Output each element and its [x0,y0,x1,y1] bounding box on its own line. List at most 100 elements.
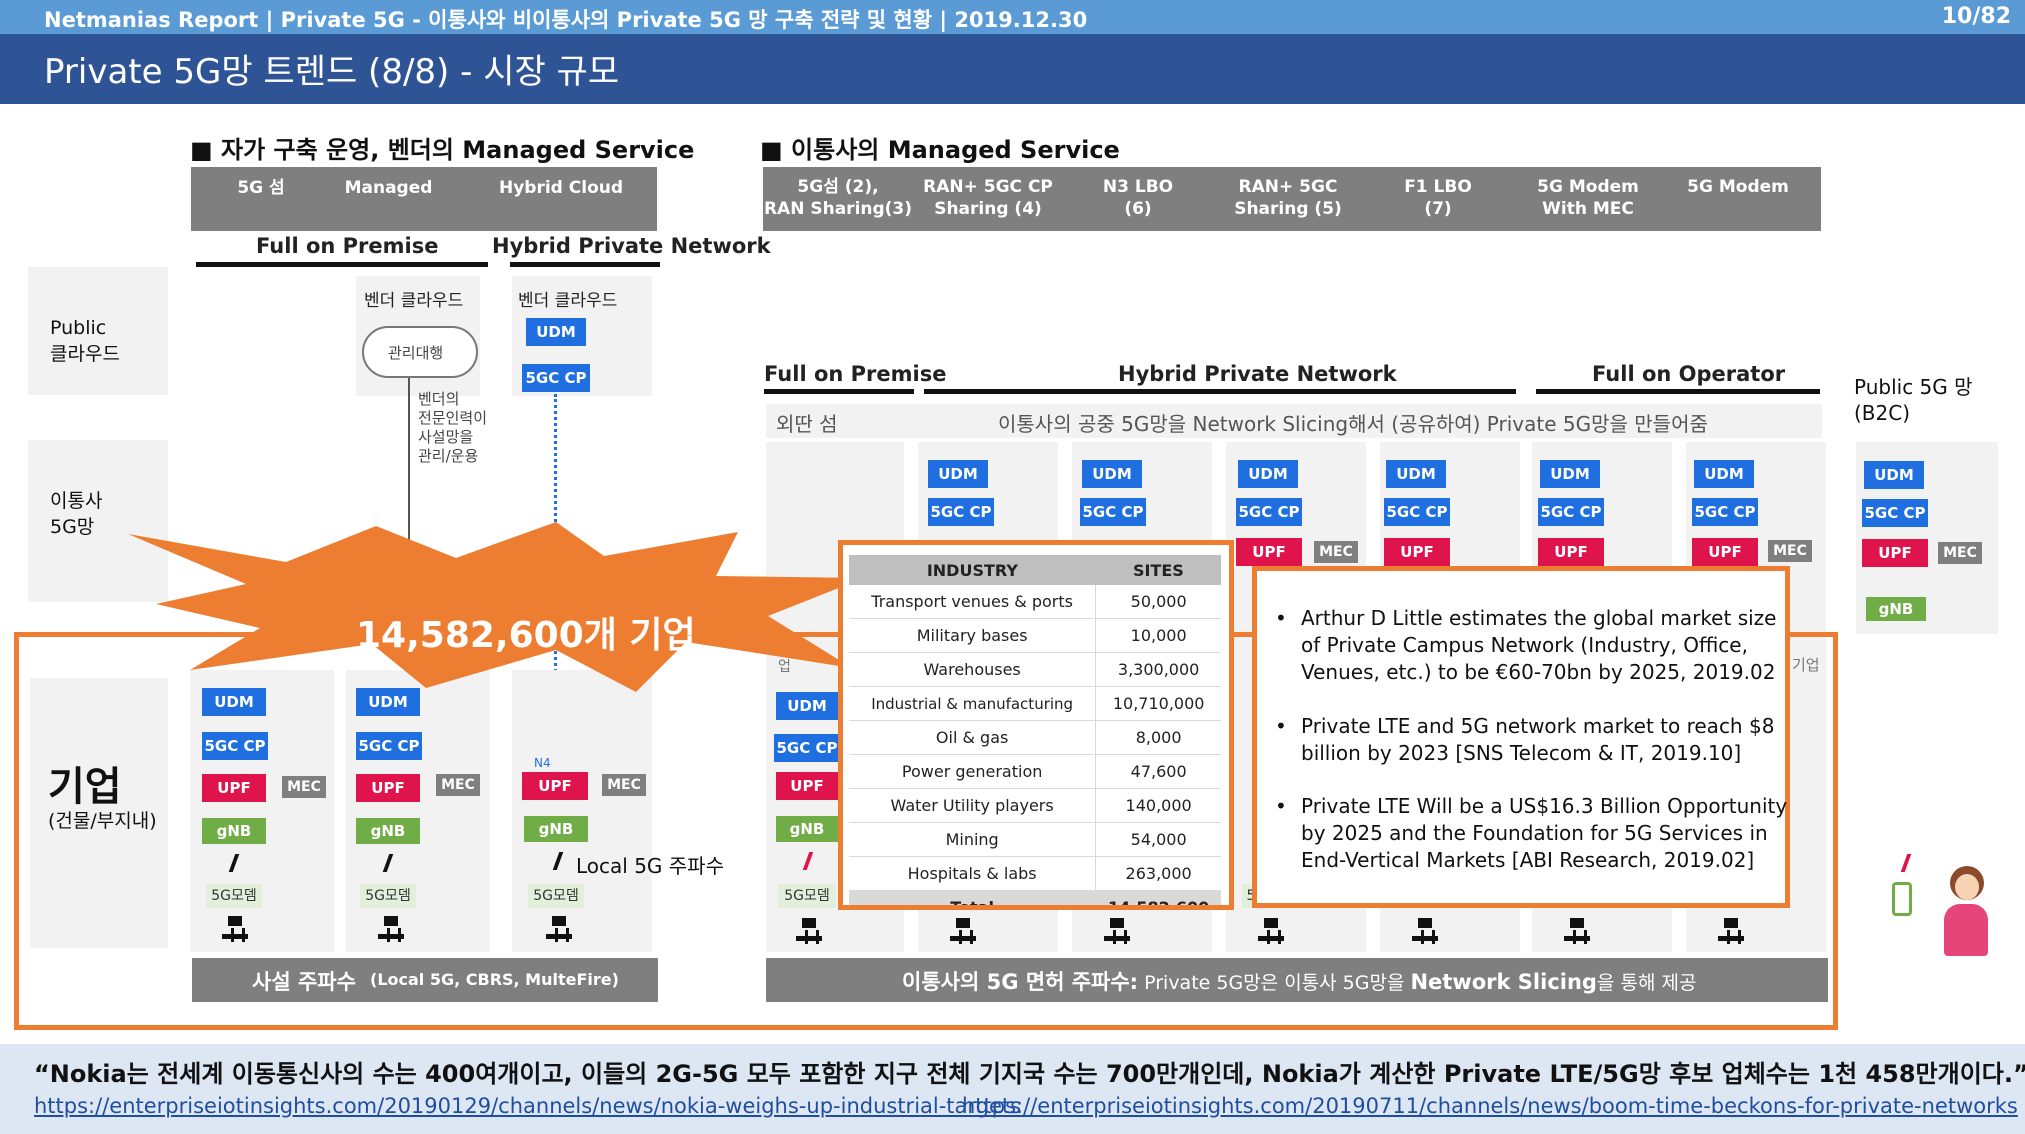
market-notes-panel: Arthur D Little estimates the global mar… [1252,566,1790,908]
udm-col3: UDM [1082,460,1142,488]
right-hybrid-underline [924,389,1516,394]
cp-hybrid-cloud: 5GC CP [522,364,590,392]
managed-cloud-label: 관리대행 [388,344,444,362]
cp-col4: 5GC CP [1236,498,1302,526]
upf-ent-2: UPF [356,774,420,802]
upf-ent-op1: UPF [776,772,838,800]
upf-col5: UPF [1384,538,1450,566]
private-spectrum-label: 사설 주파수 [252,970,356,994]
industry-header: INDUSTRY [849,555,1096,585]
robot-arm-icon [222,916,248,942]
row-operator-label-2: 5G망 [50,516,95,538]
mec-ent-3: MEC [602,774,646,796]
mec-col4: MEC [1314,541,1358,563]
udm-col4: UDM [1238,460,1298,488]
cp-col3: 5GC CP [1080,498,1146,526]
cp-col5: 5GC CP [1384,498,1450,526]
private-spectrum-sub: (Local 5G, CBRS, MulteFire) [370,970,619,989]
burst-total-label: 14,582,600개 기업 [356,615,696,656]
robot-arm-icon [1564,918,1590,944]
private-spectrum-bar: 사설 주파수 (Local 5G, CBRS, MulteFire) [192,958,658,1002]
robot-arm-icon [1718,918,1744,944]
modem-ent-2: 5G모뎀 [360,884,416,908]
mec-ent-1: MEC [282,776,326,798]
source-link-1[interactable]: https://enterpriseiotinsights.com/201901… [34,1094,1022,1118]
upf-col7: UPF [1692,538,1758,566]
modem-ent-op1: 5G모뎀 [778,884,836,908]
footer-bar: “Nokia는 전세계 이동통신사의 수는 400여개이고, 이들의 2G-5G… [0,1044,2025,1134]
slide-title-bar: Private 5G망 트렌드 (8/8) - 시장 규모 [0,34,2025,104]
upf-public: UPF [1862,539,1928,567]
gnb-ent-3: gNB [524,816,588,842]
robot-arm-icon [378,916,404,942]
gnb-public: gNB [1866,597,1926,621]
smartphone-icon [1892,882,1912,916]
cp-col7: 5GC CP [1692,498,1758,526]
left-columns-header: 5G 섬 Managed Hybrid Cloud [191,167,657,231]
gnb-ent-2: gNB [356,818,420,844]
udm-col2: UDM [928,460,988,488]
sites-header: SITES [1095,555,1221,585]
gnb-ent-1: gNB [202,818,266,844]
upf-ent-1: UPF [202,774,266,802]
n4-label: N4 [534,756,551,770]
mec-public: MEC [1938,542,1982,564]
enterprise-sublabel: (건물/부지내) [48,810,157,832]
radio-icon [1900,854,1912,872]
robot-arm-icon [546,916,572,942]
row-public-cloud-label-2: 클라우드 [50,343,120,365]
udm-public: UDM [1864,461,1924,489]
cp-public: 5GC CP [1862,499,1928,527]
modem-ent-3: 5G모뎀 [528,884,584,908]
col-5g-island: 5G 섬 [237,178,285,198]
right-section-heading: ■ 이통사의 Managed Service [760,136,1120,164]
left-section-heading: ■ 자가 구축 운영, 벤더의 Managed Service [190,136,695,164]
starburst-shape [128,522,864,692]
cloud-connector-line [408,378,410,578]
island-cell: 외딴 섬 [766,404,854,438]
udm-ent-1: UDM [202,688,266,716]
source-link-2[interactable]: https://enterpriseiotinsights.com/201907… [962,1094,2018,1118]
nokia-quote: “Nokia는 전세계 이동통신사의 수는 400여개이고, 이들의 2G-5G… [34,1060,2025,1088]
operator-spectrum-bar: 이통사의 5G 면허 주파수: Private 5G망은 이통사 5G망을 Ne… [766,958,1828,1002]
modem-ent-1: 5G모뎀 [206,884,262,908]
right-premise-underline [764,389,914,394]
right-hybrid-private: Hybrid Private Network [1118,362,1397,386]
udm-col6: UDM [1540,460,1600,488]
market-note-2: Private LTE and 5G network market to rea… [1275,713,1801,767]
page-number: 10/82 [1941,4,2011,29]
robot-arm-icon [950,918,976,944]
clipped-label-a: 업 [778,659,791,675]
col-managed: Managed [344,178,433,198]
enterprise-label: 기업 [48,764,122,810]
udm-col7: UDM [1694,460,1754,488]
market-note-1: Arthur D Little estimates the global mar… [1275,605,1801,686]
vendor-cloud-label-2: 벤더 클라우드 [518,291,618,311]
cp-ent-1: 5GC CP [202,732,268,760]
upf-col4: UPF [1236,538,1302,566]
udm-col5: UDM [1386,460,1446,488]
island-label: 외딴 섬 [776,412,838,436]
row-enterprise: 기업 (건물/부지내) [30,678,168,948]
udm-ent-2: UDM [356,688,420,716]
upf-col6: UPF [1538,538,1604,566]
slicing-note: 이통사의 공중 5G망을 Network Slicing해서 (공유하여) Pr… [998,412,1708,436]
cp-col6: 5GC CP [1538,498,1604,526]
right-full-on-premise: Full on Premise [764,362,947,386]
ent-left-col-3 [512,670,652,952]
cloud-icon: 관리대행 [362,326,478,378]
